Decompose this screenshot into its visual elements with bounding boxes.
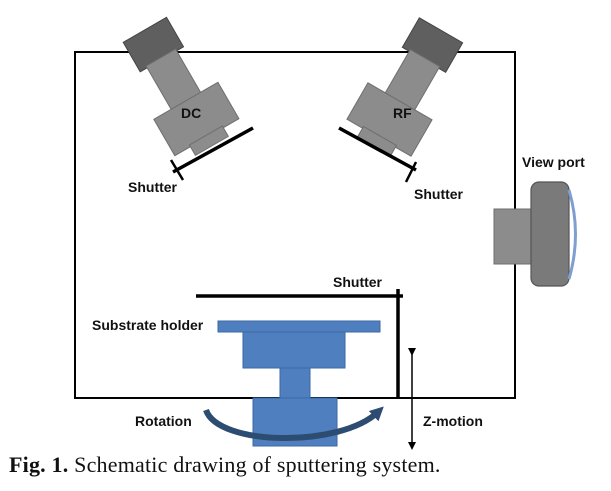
substrate-holder-label: Substrate holder: [92, 317, 204, 333]
dc-shutter-plate: [172, 126, 254, 174]
substrate-holder-plate: [217, 320, 381, 333]
dc-sputter-gun: [122, 16, 240, 157]
view-port-body: [530, 181, 570, 287]
rf-sputter-gun: [346, 17, 464, 157]
dc-shutter-arm: [169, 159, 185, 181]
substrate-holder-block: [242, 331, 346, 369]
rf-shutter-label: Shutter: [414, 186, 464, 202]
dc-gun-tip: [188, 125, 230, 157]
dc-label: DC: [181, 105, 201, 121]
figure-caption-text: Schematic drawing of sputtering system.: [68, 452, 441, 477]
view-port-flange: [493, 208, 533, 265]
rf-shutter-plate: [338, 126, 417, 172]
view-port-label: View port: [522, 154, 585, 170]
figure-caption-label: Fig. 1.: [9, 452, 69, 477]
figure-caption: Fig. 1. Schematic drawing of sputtering …: [9, 452, 441, 478]
rf-shutter-arm: [404, 161, 418, 183]
rotation-arrow: [203, 406, 384, 441]
rotation-label: Rotation: [135, 413, 192, 429]
substrate-shutter-label: Shutter: [333, 274, 383, 290]
view-port-window: [567, 189, 577, 280]
rf-label: RF: [393, 105, 412, 121]
dc-shutter-label: Shutter: [128, 179, 178, 195]
z-motion-label: Z-motion: [423, 413, 483, 429]
substrate-holder-shaft: [279, 367, 311, 399]
